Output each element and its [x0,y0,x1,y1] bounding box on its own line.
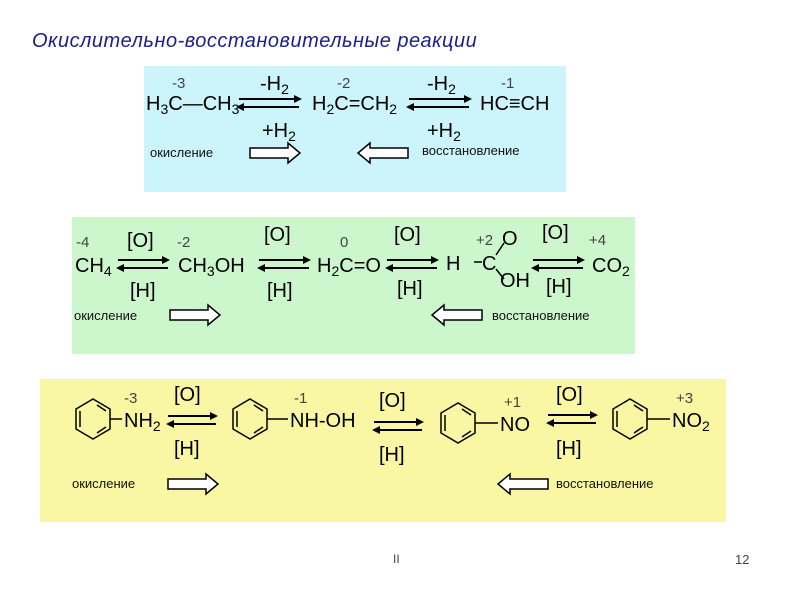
benzene-ring-icon [440,402,476,444]
reductant-label: [H] [174,438,200,460]
nitro-group: NO2 [672,410,710,435]
co2-formula: CO2 [592,255,630,280]
ox-state: -2 [337,75,351,92]
aniline-amino-group: NH2 [124,410,161,435]
ox-state: +2 [476,232,494,249]
reduction-arrow-icon [496,472,549,496]
benzene-ring-icon [75,398,111,440]
reduction-arrow-icon [430,303,483,327]
oxidant-label: [O] [556,384,583,406]
ethyne-formula: HC≡CH [480,93,550,115]
oxidation-caption: окисление [74,308,138,323]
ox-state: +1 [504,394,522,411]
page-title: Окислительно-восстановительные реакции [32,30,478,52]
reductant-label: [H] [546,276,572,298]
ox-state: -2 [177,234,191,251]
ethene-formula: H2C=CH2 [312,93,398,118]
nitroso-group: NO [500,414,530,436]
oxidation-caption: окисление [150,145,214,160]
oxidant-label: [O] [264,224,291,246]
reduction-caption: восстановление [422,143,520,158]
benzene-ring-icon [232,398,268,440]
ox-state: -1 [501,75,515,92]
oxidant-label: [O] [542,222,569,244]
oxidation-arrow-icon [249,141,302,165]
oxidation-arrow-icon [167,472,220,496]
reduction-caption: восстановление [556,476,654,491]
formic-acid-o: O [502,228,518,250]
footer-section-label: II [393,552,400,566]
ox-state: 0 [340,234,349,251]
reduction-caption: восстановление [492,308,590,323]
hydroxylamine-group: NH-OH [290,410,356,432]
ox-state: -4 [76,234,90,251]
ox-state: -3 [124,390,138,407]
reverse-arrow-2-head [406,103,414,111]
formaldehyde-formula: H2C=O [317,255,381,280]
methanol-formula: CH3OH [178,255,245,280]
oxygen-arrows [116,242,585,327]
formic-acid-c: C [482,253,497,275]
h2-gain-label: +H2 [262,120,296,145]
ox-state: -1 [294,390,308,407]
oxygen-compounds-panel: -4 -2 0 +2 +4 [O] [H] [O] [H] [O] [H] [O… [72,217,635,354]
reduction-arrow-icon [356,141,409,165]
reductant-label: [H] [130,280,156,302]
oxidation-caption: окисление [72,476,136,491]
h2-loss-label: -H2 [427,73,456,98]
hydrocarbon-arrows [236,95,472,165]
reductant-label: [H] [379,444,405,466]
nitrogen-arrows [75,398,670,496]
ethane-formula: H3C—CH3 [146,93,240,118]
page-number: 12 [735,552,750,567]
formic-acid-h: H [446,253,461,275]
methane-formula: CH4 [75,255,112,280]
oxidant-label: [O] [394,224,421,246]
ox-state: -3 [172,75,186,92]
oxidant-label: [O] [379,390,406,412]
reductant-label: [H] [556,438,582,460]
reductant-label: [H] [267,280,293,302]
nitrogen-compounds-panel: -3 -1 +1 +3 [O] [H] [O] [H] [O] [H] NH2 … [40,379,726,522]
h2-gain-label: +H2 [427,120,461,145]
h2-loss-label: -H2 [260,73,289,98]
oxidant-label: [O] [127,230,154,252]
ox-state: +3 [676,390,694,407]
benzene-ring-icon [612,398,648,440]
reductant-label: [H] [397,278,423,300]
forward-arrow-2-head [464,95,472,103]
reverse-arrow-1-head [236,103,244,111]
oxidant-label: [O] [174,384,201,406]
oxidation-arrow-icon [169,303,222,327]
forward-arrow-1-head [294,95,302,103]
hydrocarbon-panel: -3 -2 -1 -H2 -H2 +H2 +H2 H3C—CH3 H2C=CH2… [144,66,566,192]
formic-acid-oh: OH [500,270,530,292]
ox-state: +4 [589,232,607,249]
